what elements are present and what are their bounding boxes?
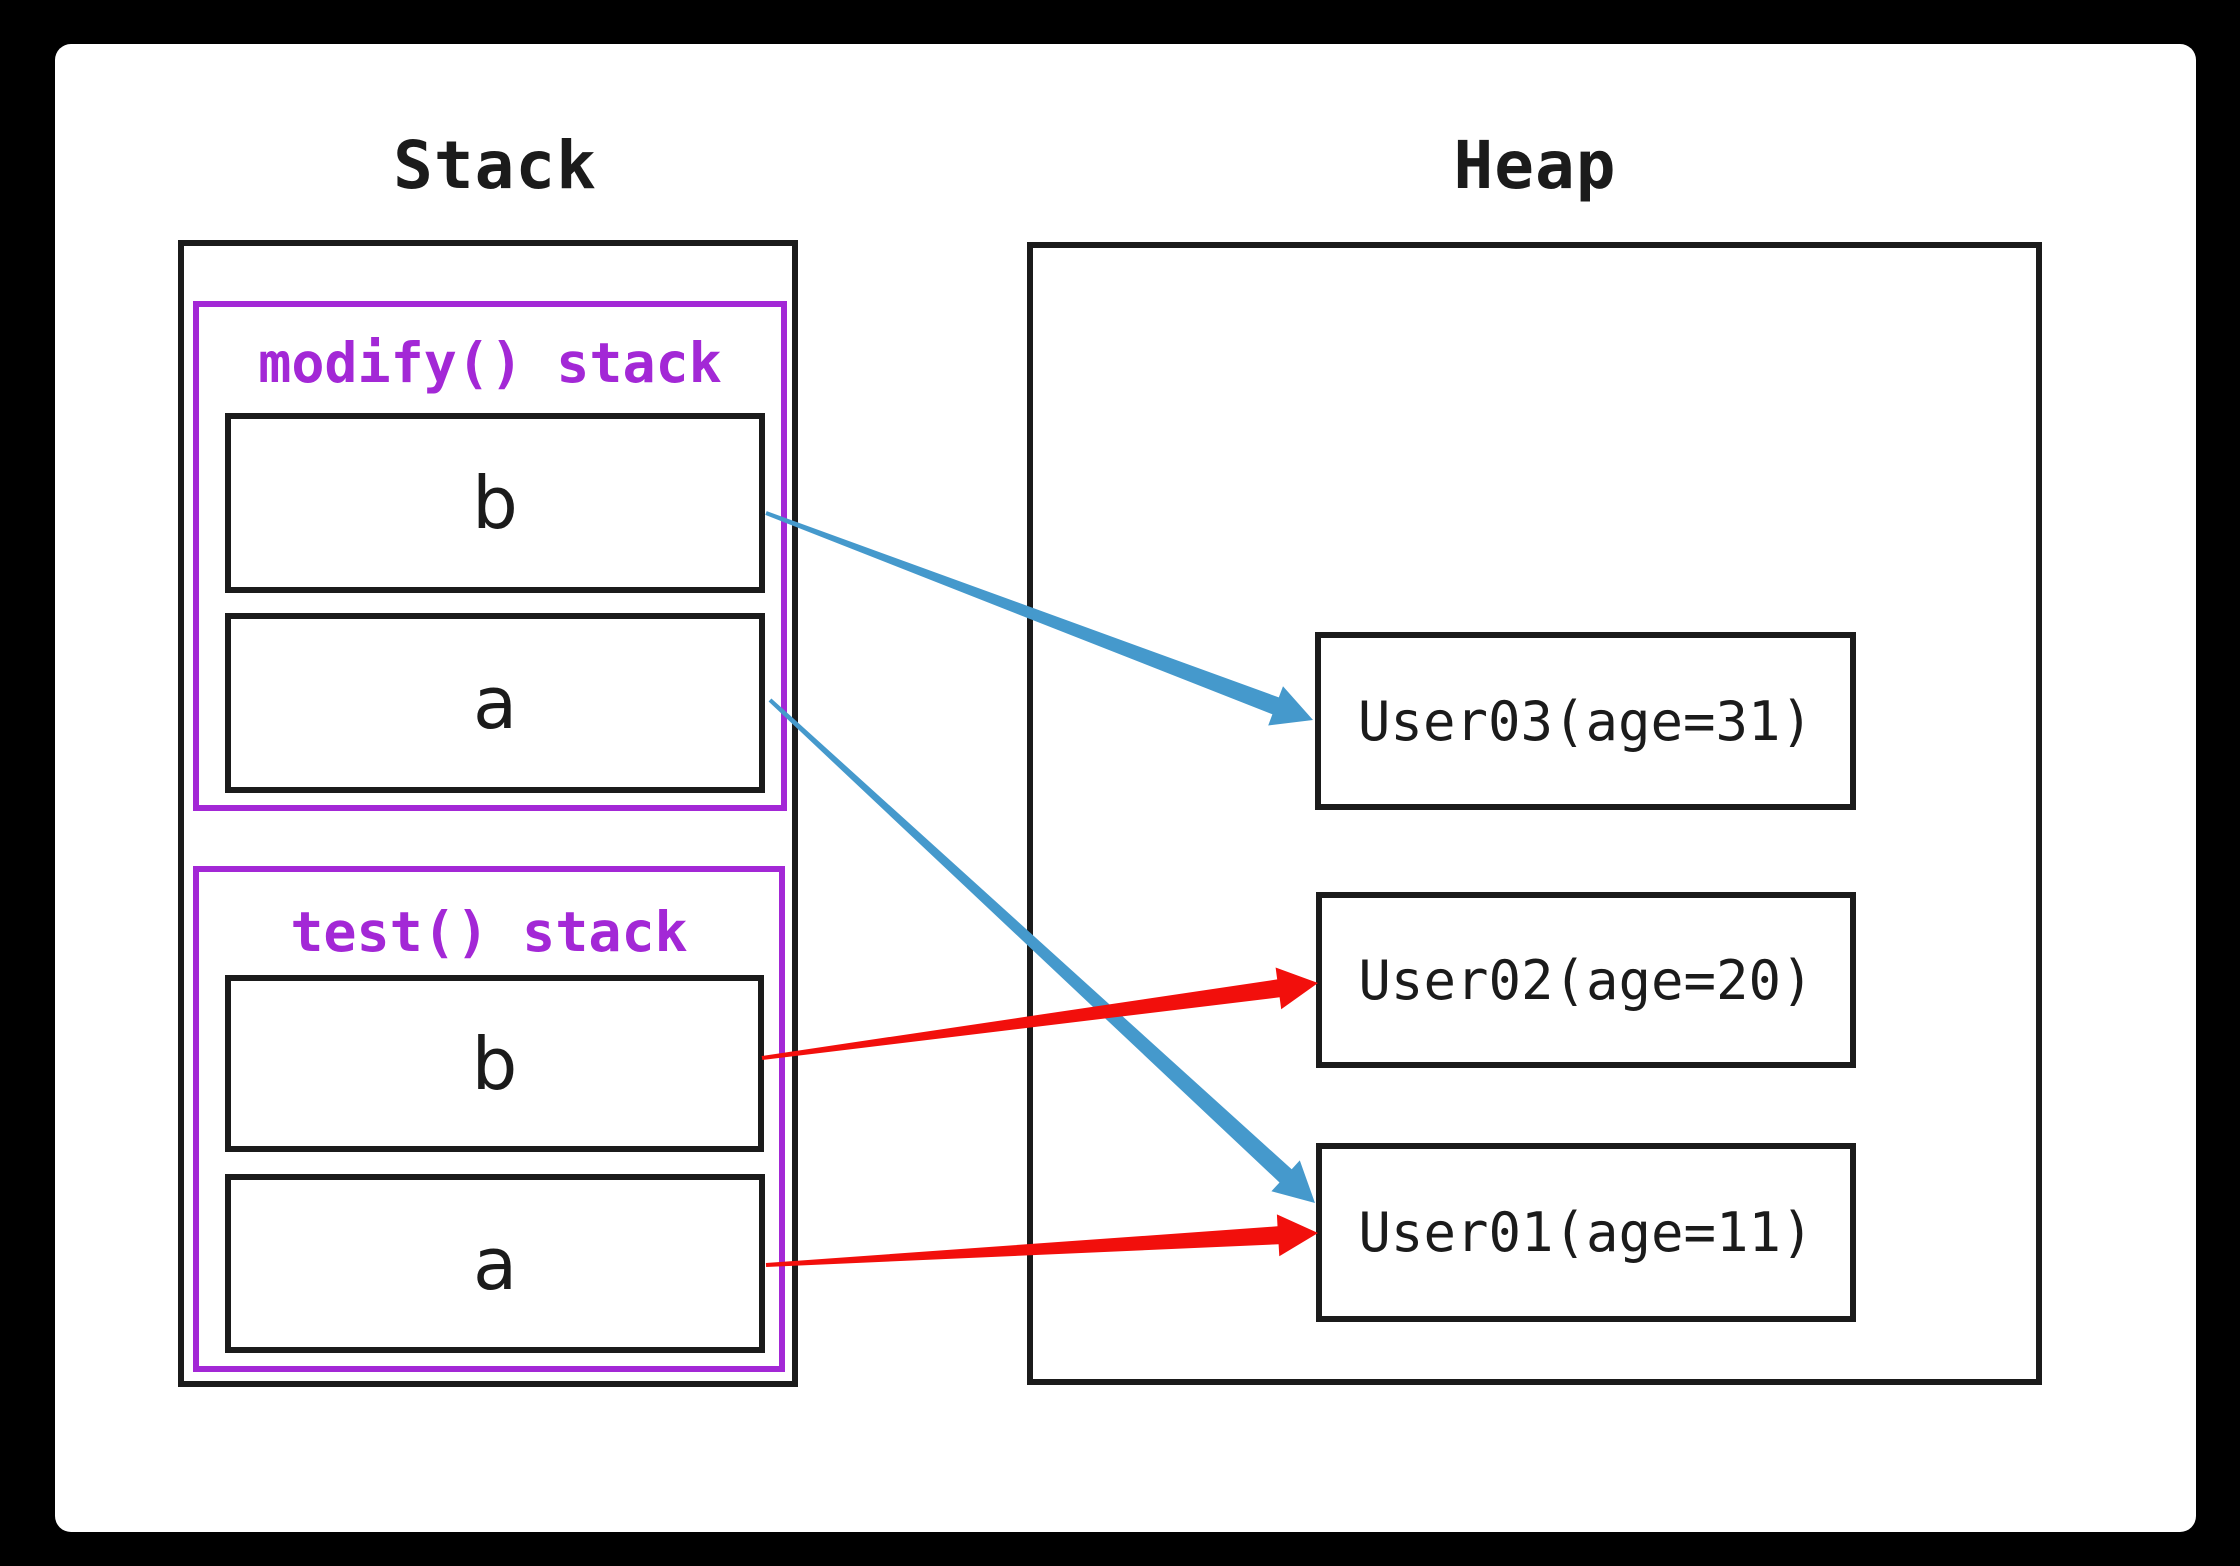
modify-stack-label: modify() stack [258, 331, 722, 395]
stack-title: Stack [393, 126, 597, 204]
heap-object-user01: User01(age=11) [1316, 1143, 1856, 1322]
modify-stack-var-b: b [225, 413, 765, 593]
test-stack-var-b: b [225, 975, 764, 1152]
heap-object-user03: User03(age=31) [1315, 632, 1856, 810]
test-stack-label: test() stack [290, 900, 688, 964]
heap-title: Heap [1453, 126, 1617, 204]
test-stack-var-a: a [225, 1174, 765, 1353]
modify-stack-var-a: a [225, 613, 765, 793]
heap-object-user02: User02(age=20) [1316, 892, 1856, 1068]
